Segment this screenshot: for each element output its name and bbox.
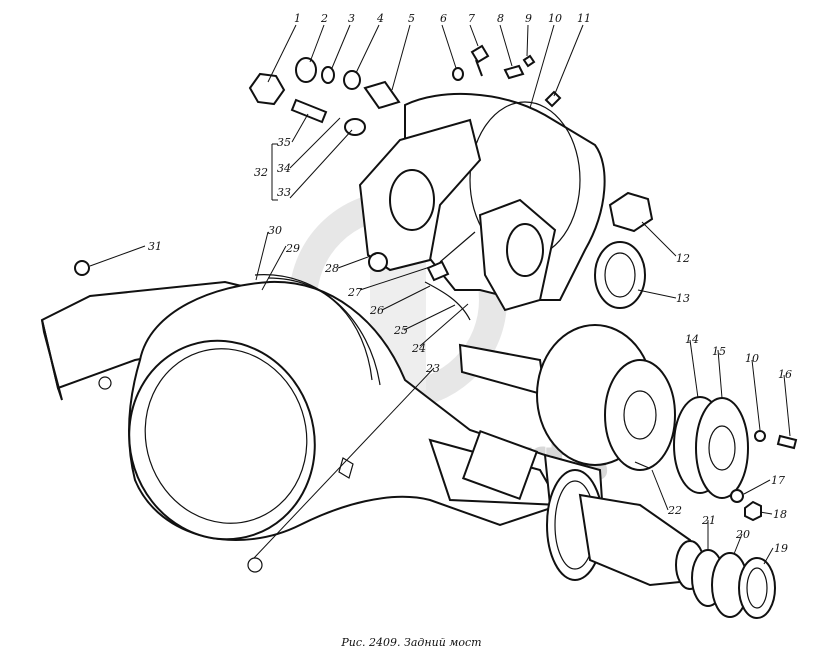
callout-34: 34 — [277, 162, 291, 175]
washer-3-icon — [321, 66, 335, 84]
callout-30: 30 — [268, 224, 282, 237]
callout-10b: 10 — [745, 352, 759, 365]
callout-1: 1 — [294, 12, 301, 25]
small-fasteners — [74, 44, 562, 276]
nut-1-icon — [248, 72, 286, 106]
callout-27: 27 — [347, 286, 362, 299]
plug-2-icon — [295, 57, 317, 83]
callout-17: 17 — [771, 474, 785, 487]
leader-lines — [89, 24, 791, 565]
callout-20: 20 — [735, 528, 750, 541]
callout-9: 9 — [525, 12, 532, 25]
adjuster-nut-icon — [368, 252, 388, 272]
right-side-parts — [458, 191, 798, 619]
gasket-13 — [594, 241, 646, 309]
bolt-11-icon — [544, 90, 562, 108]
callout-10a: 10 — [548, 12, 562, 25]
callout-3: 3 — [348, 12, 355, 25]
figure-caption: Рис. 2409. Задний мост — [341, 636, 482, 649]
callout-6: 6 — [440, 12, 447, 25]
callout-22: 22 — [667, 504, 682, 517]
callout-4: 4 — [376, 12, 384, 25]
axle-shaft — [458, 343, 547, 397]
lock-plate-8-icon — [503, 64, 525, 80]
seal-4-icon — [343, 70, 361, 90]
bearing-bore-right — [506, 223, 544, 277]
callout-28: 28 — [324, 262, 339, 275]
drain-plug-icon — [247, 557, 263, 573]
callout-16: 16 — [778, 368, 792, 381]
differential-carrier — [358, 92, 606, 321]
callout-23: 23 — [425, 362, 440, 375]
callout-21: 21 — [701, 514, 716, 527]
callout-24: 24 — [411, 342, 426, 355]
bearing-bore-left — [389, 169, 435, 231]
spring-pad — [461, 429, 539, 501]
left-plug-icon — [98, 376, 112, 390]
callout-33: 33 — [277, 186, 291, 199]
callout-32: 32 — [254, 166, 268, 179]
bolt-16-icon — [776, 434, 798, 450]
callout-13: 13 — [676, 292, 690, 305]
callout-29: 29 — [285, 242, 300, 255]
callout-14: 14 — [685, 333, 699, 346]
spring-35-icon — [290, 98, 328, 124]
drain-plug-12-icon — [608, 191, 654, 233]
callout-numbers: 1 2 3 4 5 6 7 8 9 10 11 12 13 14 15 10 1… — [148, 12, 792, 555]
axle-housing — [40, 274, 705, 590]
seat-33-icon — [344, 118, 366, 136]
callout-35: 35 — [277, 136, 291, 149]
breather-31-icon — [74, 260, 90, 276]
callout-8: 8 — [497, 12, 504, 25]
callout-5: 5 — [408, 12, 415, 25]
callout-12: 12 — [676, 252, 690, 265]
nut-18-icon — [744, 500, 762, 522]
washer-10-icon — [754, 430, 766, 442]
callout-11: 11 — [577, 12, 591, 25]
callout-25: 25 — [393, 324, 408, 337]
callout-7: 7 — [468, 12, 475, 25]
callout-19: 19 — [774, 542, 788, 555]
hub-15 — [695, 397, 749, 499]
bolt-7-icon — [470, 44, 490, 77]
callout-26: 26 — [369, 304, 384, 317]
callout-31: 31 — [148, 240, 162, 253]
washer-17-icon — [730, 489, 744, 503]
callout-15: 15 — [712, 345, 726, 358]
bolt-9-icon — [522, 54, 536, 68]
washer-6-icon — [452, 67, 464, 81]
ring-19 — [738, 557, 776, 619]
callout-18: 18 — [773, 508, 787, 521]
callout-2: 2 — [320, 12, 328, 25]
sleeve-5-icon — [363, 80, 401, 110]
rear-cover — [128, 339, 316, 541]
